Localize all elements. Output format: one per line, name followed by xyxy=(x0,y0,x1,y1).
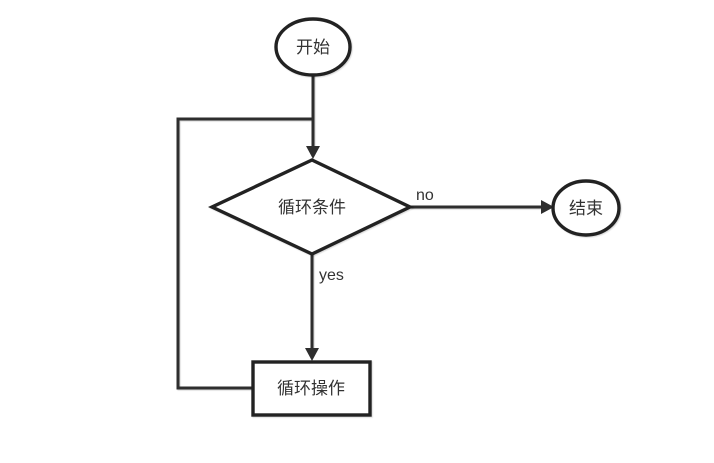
arrowheads xyxy=(305,146,554,361)
start-node xyxy=(274,17,352,77)
end-node xyxy=(551,179,621,237)
loop-body-node-label: 循环操作 xyxy=(277,379,345,398)
arrowhead-down-icon xyxy=(306,146,320,159)
start-node-label: 开始 xyxy=(296,38,330,57)
edge-labels: no yes xyxy=(319,187,434,284)
arrowhead-right-icon xyxy=(541,200,554,214)
nodes xyxy=(208,17,621,417)
loop-back-edge xyxy=(176,117,313,390)
condition-node-label: 循环条件 xyxy=(278,198,346,217)
arrowhead-down-icon xyxy=(305,348,319,361)
no-branch-label: no xyxy=(416,187,434,204)
end-node-label: 结束 xyxy=(569,199,603,218)
loop-body-node xyxy=(251,360,372,417)
condition-node xyxy=(208,158,414,256)
node-labels: 开始 循环条件 结束 循环操作 xyxy=(277,38,603,398)
connectors xyxy=(176,75,542,390)
yes-branch-label: yes xyxy=(319,267,344,284)
